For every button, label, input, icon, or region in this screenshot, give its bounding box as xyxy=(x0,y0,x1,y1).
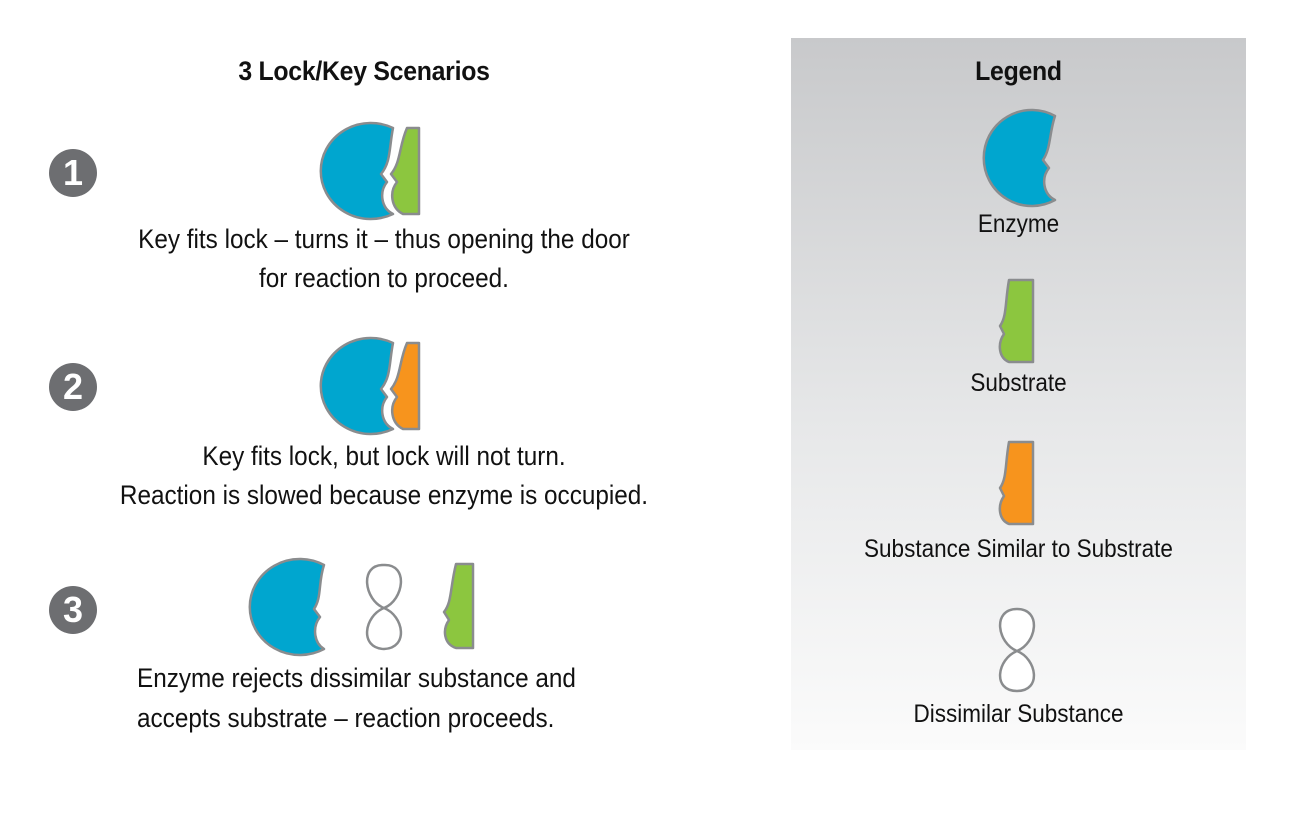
scenario-2-caption-line-1: Key fits lock, but lock will not turn. xyxy=(202,441,566,471)
legend-similar-substance-label: Substance Similar to Substrate xyxy=(864,535,1173,563)
dissimilar-substance-shape xyxy=(998,607,1036,693)
legend-dissimilar-substance-label: Dissimilar Substance xyxy=(913,700,1124,728)
scenario-2-enzyme-similar-bound xyxy=(319,336,421,436)
legend-enzyme-label: Enzyme xyxy=(977,210,1060,238)
legend-panel: Legend Enzyme Substrate Substance Simila… xyxy=(791,38,1246,750)
substrate-shape xyxy=(442,562,475,650)
enzyme-shape xyxy=(982,108,1057,208)
scenario-1-number: 1 xyxy=(49,149,97,197)
dissimilar-substance-shape xyxy=(365,563,403,651)
legend-title: Legend xyxy=(975,56,1062,86)
enzyme-shape xyxy=(319,336,395,436)
substrate-shape xyxy=(389,126,421,216)
enzyme-shape xyxy=(248,557,326,657)
similar-substance-shape xyxy=(998,440,1035,526)
legend-substrate-icon xyxy=(998,278,1035,364)
scenario-3-dissimilar-substance xyxy=(365,563,403,651)
scenario-3-number: 3 xyxy=(49,586,97,634)
similar-substance-shape xyxy=(389,341,421,431)
scenario-2-caption-line-2: Reaction is slowed because enzyme is occ… xyxy=(119,480,649,510)
enzyme-shape xyxy=(319,121,395,221)
legend-similar-substance-icon xyxy=(998,440,1035,526)
legend-substrate-label: Substrate xyxy=(970,369,1067,397)
scenario-3-caption-line-1: Enzyme rejects dissimilar substance and xyxy=(137,663,576,693)
scenario-1-enzyme-substrate-bound xyxy=(319,121,421,221)
scenario-2-number: 2 xyxy=(49,363,97,411)
scenario-1-caption-line-2: for reaction to proceed. xyxy=(259,263,509,293)
scenarios-title: 3 Lock/Key Scenarios xyxy=(238,56,490,86)
legend-dissimilar-substance-icon xyxy=(998,607,1036,693)
substrate-shape xyxy=(998,278,1035,364)
scenario-3-substrate xyxy=(442,562,475,650)
scenario-3-caption-line-2: accepts substrate – reaction proceeds. xyxy=(137,703,555,733)
scenario-1-caption-line-1: Key fits lock – turns it – thus opening … xyxy=(138,224,630,254)
scenario-3-enzyme xyxy=(248,557,326,657)
legend-enzyme-icon xyxy=(982,108,1057,208)
